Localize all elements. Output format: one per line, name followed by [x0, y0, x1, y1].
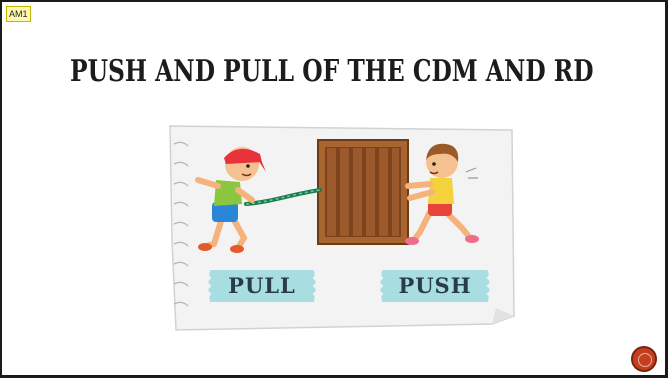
label-plaques: [204, 269, 494, 302]
paper-edge-squiggles: [173, 141, 189, 307]
push-label: PUSH: [398, 273, 472, 298]
comment-badge[interactable]: AM1: [6, 6, 31, 22]
pull-plaque: [208, 270, 316, 302]
wooden-crate: [317, 139, 409, 245]
boy-pulling: [195, 147, 266, 253]
slide-title: PUSH AND PULL OF THE CDM AND RD: [70, 54, 594, 89]
pull-label: PULL: [228, 273, 296, 298]
push-plaque: [380, 270, 490, 302]
boy-pushing: [405, 143, 479, 245]
push-pull-illustration: [169, 125, 515, 331]
next-slide-button[interactable]: [631, 346, 657, 372]
